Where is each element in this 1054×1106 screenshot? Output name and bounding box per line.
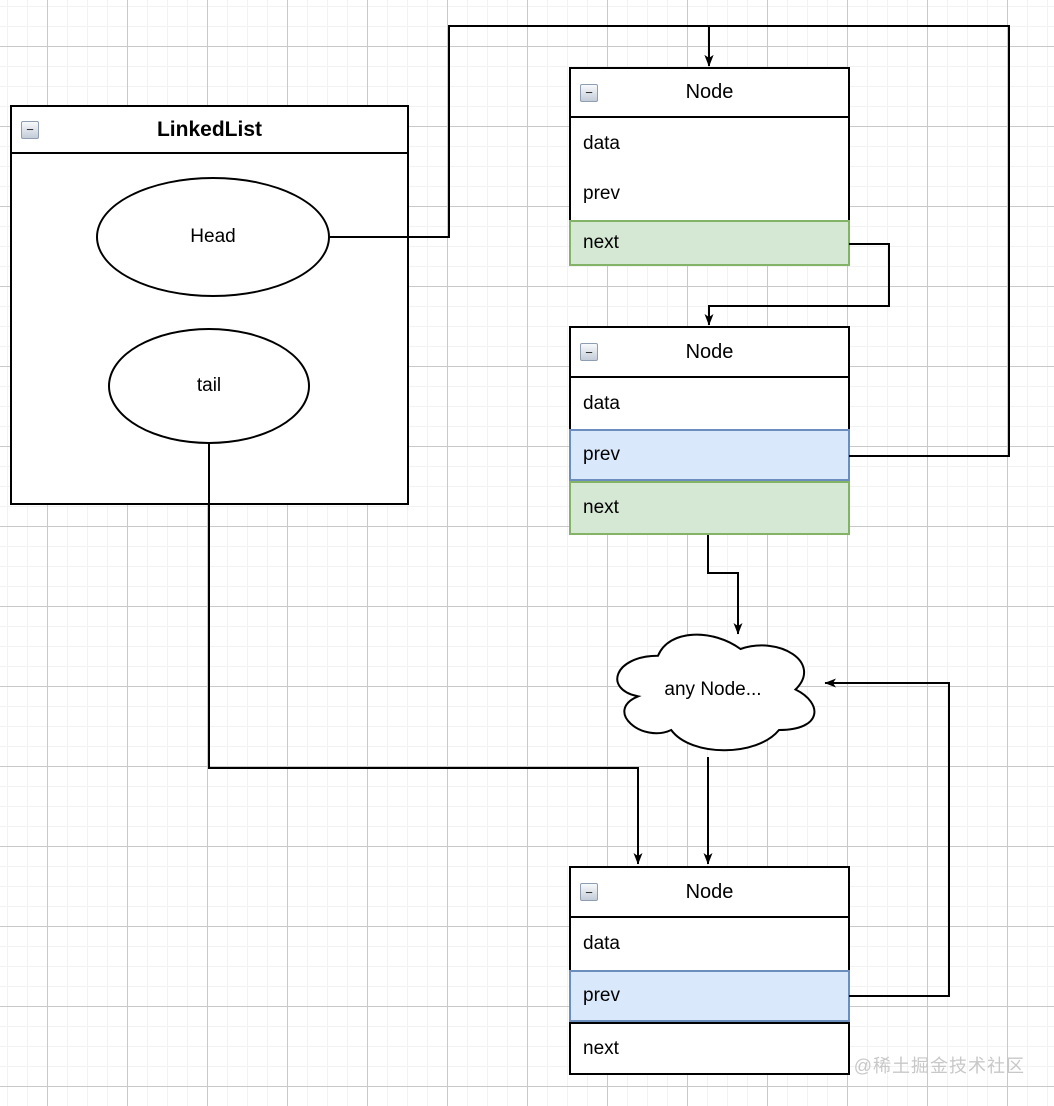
watermark: @稀土掘金技术社区 (853, 1056, 1025, 1076)
node-middle-row-prev: prev (569, 429, 850, 481)
node-bottom-header: − Node (571, 868, 848, 918)
head-ellipse: Head (96, 177, 330, 297)
collapse-icon[interactable]: − (580, 883, 598, 901)
linkedlist-title: LinkedList (156, 117, 262, 141)
node-top-row-next: next (569, 220, 850, 266)
node-bottom-row-next: next (569, 1022, 850, 1075)
edge-node2next-to-cloud (707, 535, 743, 635)
node-top-row-prev: prev (583, 183, 620, 204)
tail-label: tail (196, 375, 222, 396)
node-middle-header: − Node (571, 328, 848, 378)
collapse-icon[interactable]: − (580, 343, 598, 361)
linkedlist-container: − LinkedList (10, 105, 409, 505)
node-table-top: − Node data prev (569, 67, 850, 220)
node-top-header: − Node (571, 69, 848, 118)
node-middle-row-next: next (569, 481, 850, 535)
tail-ellipse: tail (108, 328, 310, 444)
node-middle-title: Node (685, 340, 734, 363)
cloud-label: any Node... (664, 678, 762, 700)
cloud-shape (616, 633, 816, 752)
node-bottom-title: Node (685, 880, 734, 903)
collapse-icon[interactable]: − (580, 83, 598, 102)
node-table-bottom: − Node data (569, 866, 850, 970)
node-bottom-row-data: data (583, 933, 620, 954)
node-top-title: Node (685, 81, 734, 103)
linkedlist-header: − LinkedList (12, 107, 407, 154)
node-bottom-row-prev: prev (569, 970, 850, 1022)
head-label: Head (190, 226, 236, 247)
node-middle-row-data: data (583, 392, 620, 414)
collapse-icon[interactable]: − (21, 120, 39, 139)
node-table-middle: − Node data (569, 326, 850, 429)
node-top-row-data: data (583, 133, 620, 154)
